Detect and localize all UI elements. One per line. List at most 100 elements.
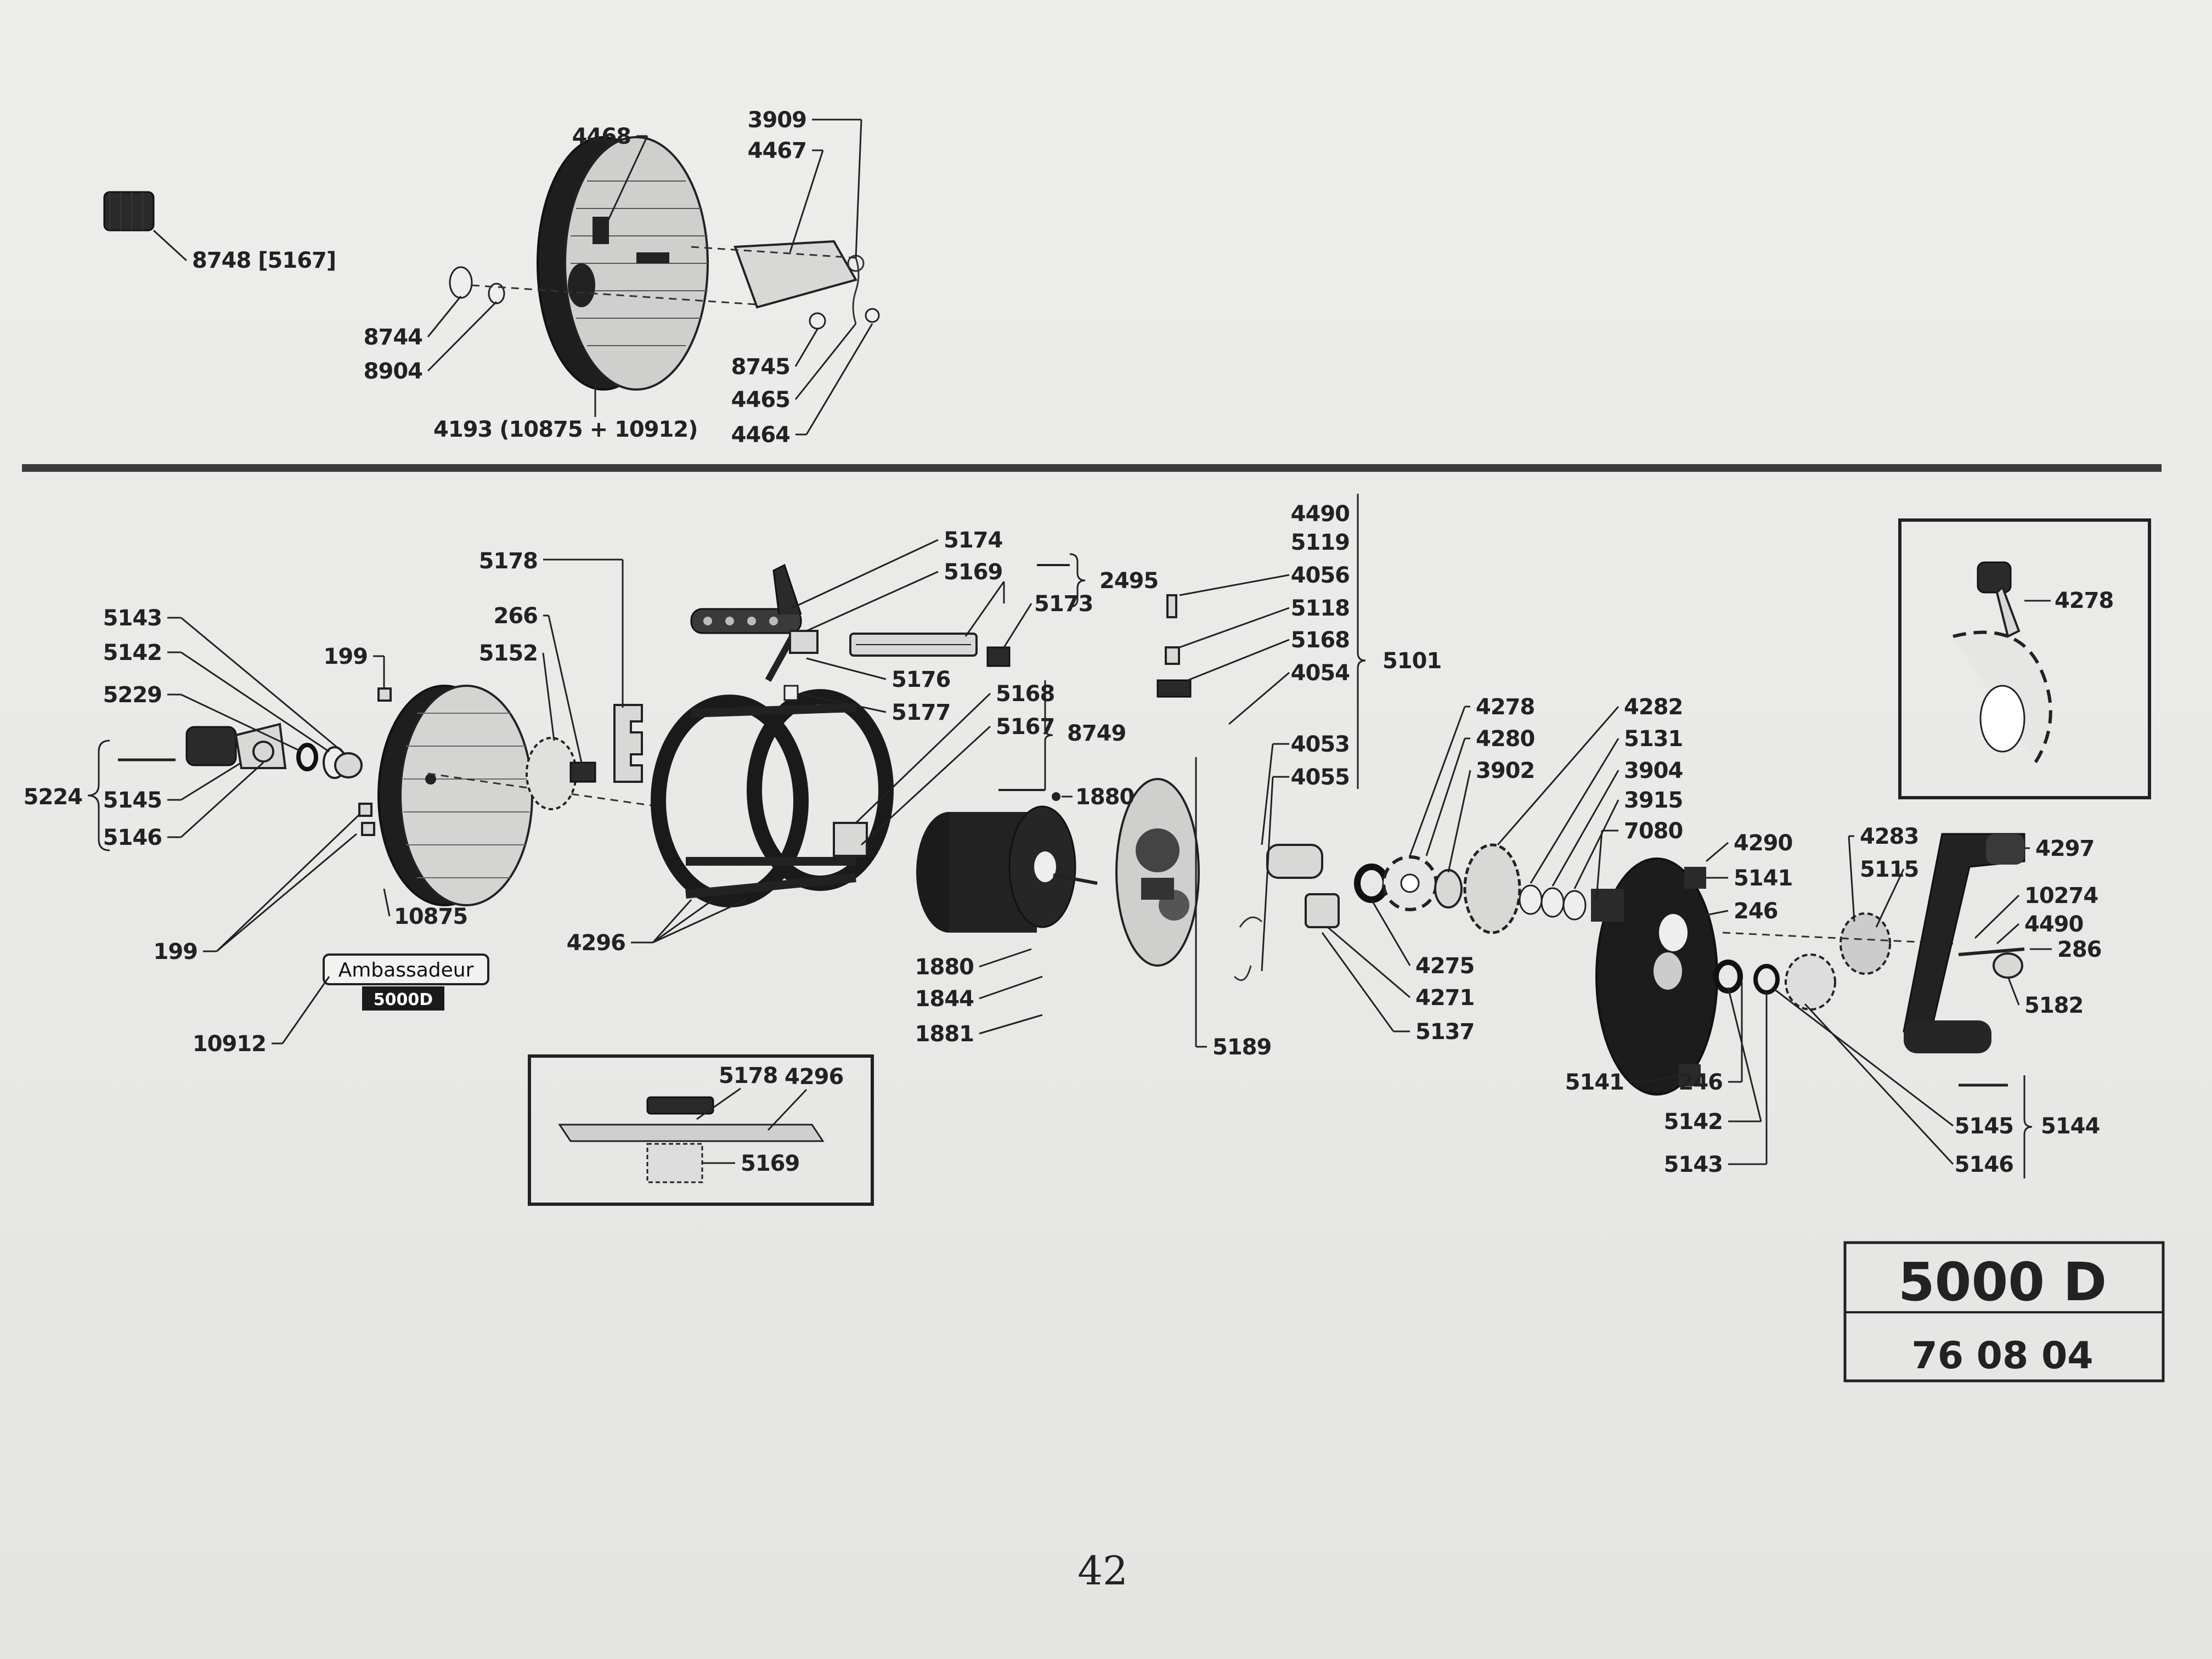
label-4490-top: 4490 [1291, 501, 1350, 527]
label-4467: 4467 [748, 138, 806, 163]
model-info-box: 5000 D 76 08 04 [1843, 1241, 2165, 1383]
levelwind-drawing [690, 563, 1011, 701]
label-4278-main: 4278 [1476, 695, 1534, 720]
label-5118: 5118 [1291, 596, 1350, 621]
label-8904: 8904 [364, 359, 422, 384]
label-5177: 5177 [891, 700, 950, 725]
inset-label-5169: 5169 [741, 1151, 799, 1176]
section-divider [22, 464, 2162, 472]
label-266: 266 [494, 603, 538, 629]
label-5141-lower: 5141 [1565, 1070, 1624, 1095]
label-5168-right: 5168 [1291, 628, 1350, 653]
label-5143-right: 5143 [1664, 1152, 1723, 1177]
label-5142-right: 5142 [1664, 1109, 1723, 1135]
main-part-labels: 5178 266 5152 199 5143 5142 5229 5224 51… [24, 494, 2102, 1178]
inset-label-4278: 4278 [2055, 588, 2113, 613]
label-5141-upper: 5141 [1734, 866, 1792, 891]
handle-bearing-drawing [1713, 912, 1891, 1011]
label-5176: 5176 [891, 667, 950, 692]
model-code: 5000 D [1898, 1251, 2107, 1313]
label-4465: 4465 [731, 387, 790, 413]
label-4297: 4297 [2035, 836, 2094, 861]
ambassadeur-badge: Ambassadeur 5000D [323, 953, 489, 1011]
label-5146-left: 5146 [103, 825, 162, 850]
label-5146-right: 5146 [1955, 1152, 2013, 1177]
label-5189: 5189 [1212, 1035, 1271, 1060]
page-number: 42 [1077, 1548, 1128, 1594]
label-5152: 5152 [479, 641, 538, 666]
label-5178: 5178 [479, 549, 538, 574]
label-5145-left: 5145 [103, 788, 162, 813]
label-5115: 5115 [1860, 857, 1918, 882]
badge-brand: Ambassadeur [338, 959, 474, 981]
label-4053: 4053 [1291, 732, 1350, 757]
label-5174: 5174 [944, 528, 1002, 553]
label-246-upper: 246 [1734, 899, 1778, 924]
reel-frame-drawing [651, 689, 894, 907]
label-5143-left: 5143 [103, 606, 162, 631]
label-4271: 4271 [1415, 985, 1474, 1011]
label-5224: 5224 [24, 785, 82, 810]
label-10912: 10912 [193, 1031, 266, 1057]
label-7080: 7080 [1624, 819, 1683, 844]
inset-label-5178: 5178 [719, 1063, 777, 1088]
label-246-lower: 246 [1679, 1070, 1723, 1095]
label-5144: 5144 [2041, 1114, 2100, 1139]
label-4280: 4280 [1476, 726, 1534, 752]
inset-detail-box: 5178 4296 5169 [528, 1054, 874, 1206]
drag-stack-drawing [1382, 843, 1587, 934]
label-4290: 4290 [1734, 831, 1792, 856]
label-8748: 8748 [5167] [192, 248, 336, 273]
side-plate-drawing [537, 136, 709, 391]
gear-plate-drawing [1115, 778, 1200, 967]
label-5131: 5131 [1624, 726, 1683, 752]
label-4283: 4283 [1860, 824, 1918, 849]
label-199-top: 199 [324, 644, 368, 669]
label-5101: 5101 [1383, 648, 1441, 674]
badge-model: 5000D [374, 990, 433, 1009]
label-286: 286 [2057, 937, 2102, 962]
label-4275: 4275 [1415, 953, 1474, 979]
label-5173: 5173 [1034, 591, 1093, 617]
spool-drawing [916, 805, 1098, 933]
label-3904: 3904 [1624, 758, 1683, 783]
label-8744: 8744 [364, 325, 422, 350]
label-4282: 4282 [1624, 695, 1683, 720]
label-1880-low: 1880 [915, 955, 974, 980]
label-4056: 4056 [1291, 563, 1350, 588]
pawl-clip-drawing [733, 240, 880, 330]
label-4193: 4193 (10875 + 10912) [433, 417, 698, 442]
label-5137: 5137 [1415, 1019, 1474, 1045]
label-1844: 1844 [915, 986, 974, 1012]
clutch-parts-drawing [1156, 594, 1389, 981]
label-3909: 3909 [748, 108, 806, 133]
model-date: 76 08 04 [1911, 1334, 2093, 1378]
label-5145-right: 5145 [1955, 1114, 2013, 1139]
label-4054: 4054 [1291, 661, 1350, 686]
label-4468: 4468 [572, 124, 631, 149]
washer-drawing [449, 266, 505, 304]
end-cap-drawing [185, 723, 363, 779]
pinion-gear-drawing [103, 191, 155, 232]
label-1880-mid: 1880 [1075, 785, 1134, 810]
gear-5152-drawing [526, 704, 643, 810]
inset-drag-star-box: 4278 [1898, 518, 2151, 799]
right-side-plate-drawing [1591, 857, 1718, 1096]
label-199-bottom: 199 [154, 939, 198, 964]
label-5169: 5169 [944, 560, 1002, 585]
label-10274: 10274 [2024, 883, 2098, 909]
label-8745: 8745 [731, 354, 790, 380]
label-2495: 2495 [1099, 568, 1158, 594]
label-5182: 5182 [2024, 993, 2083, 1018]
label-4055: 4055 [1291, 765, 1350, 790]
label-5119: 5119 [1291, 530, 1350, 555]
label-5142-left: 5142 [103, 640, 162, 665]
inset-label-4296: 4296 [785, 1064, 843, 1090]
crank-handle-drawing [1903, 833, 2025, 1053]
label-10875: 10875 [394, 904, 467, 929]
label-4296: 4296 [567, 930, 625, 956]
label-4490-right: 4490 [2024, 912, 2083, 937]
label-5229: 5229 [103, 682, 162, 708]
label-3915: 3915 [1624, 788, 1683, 813]
